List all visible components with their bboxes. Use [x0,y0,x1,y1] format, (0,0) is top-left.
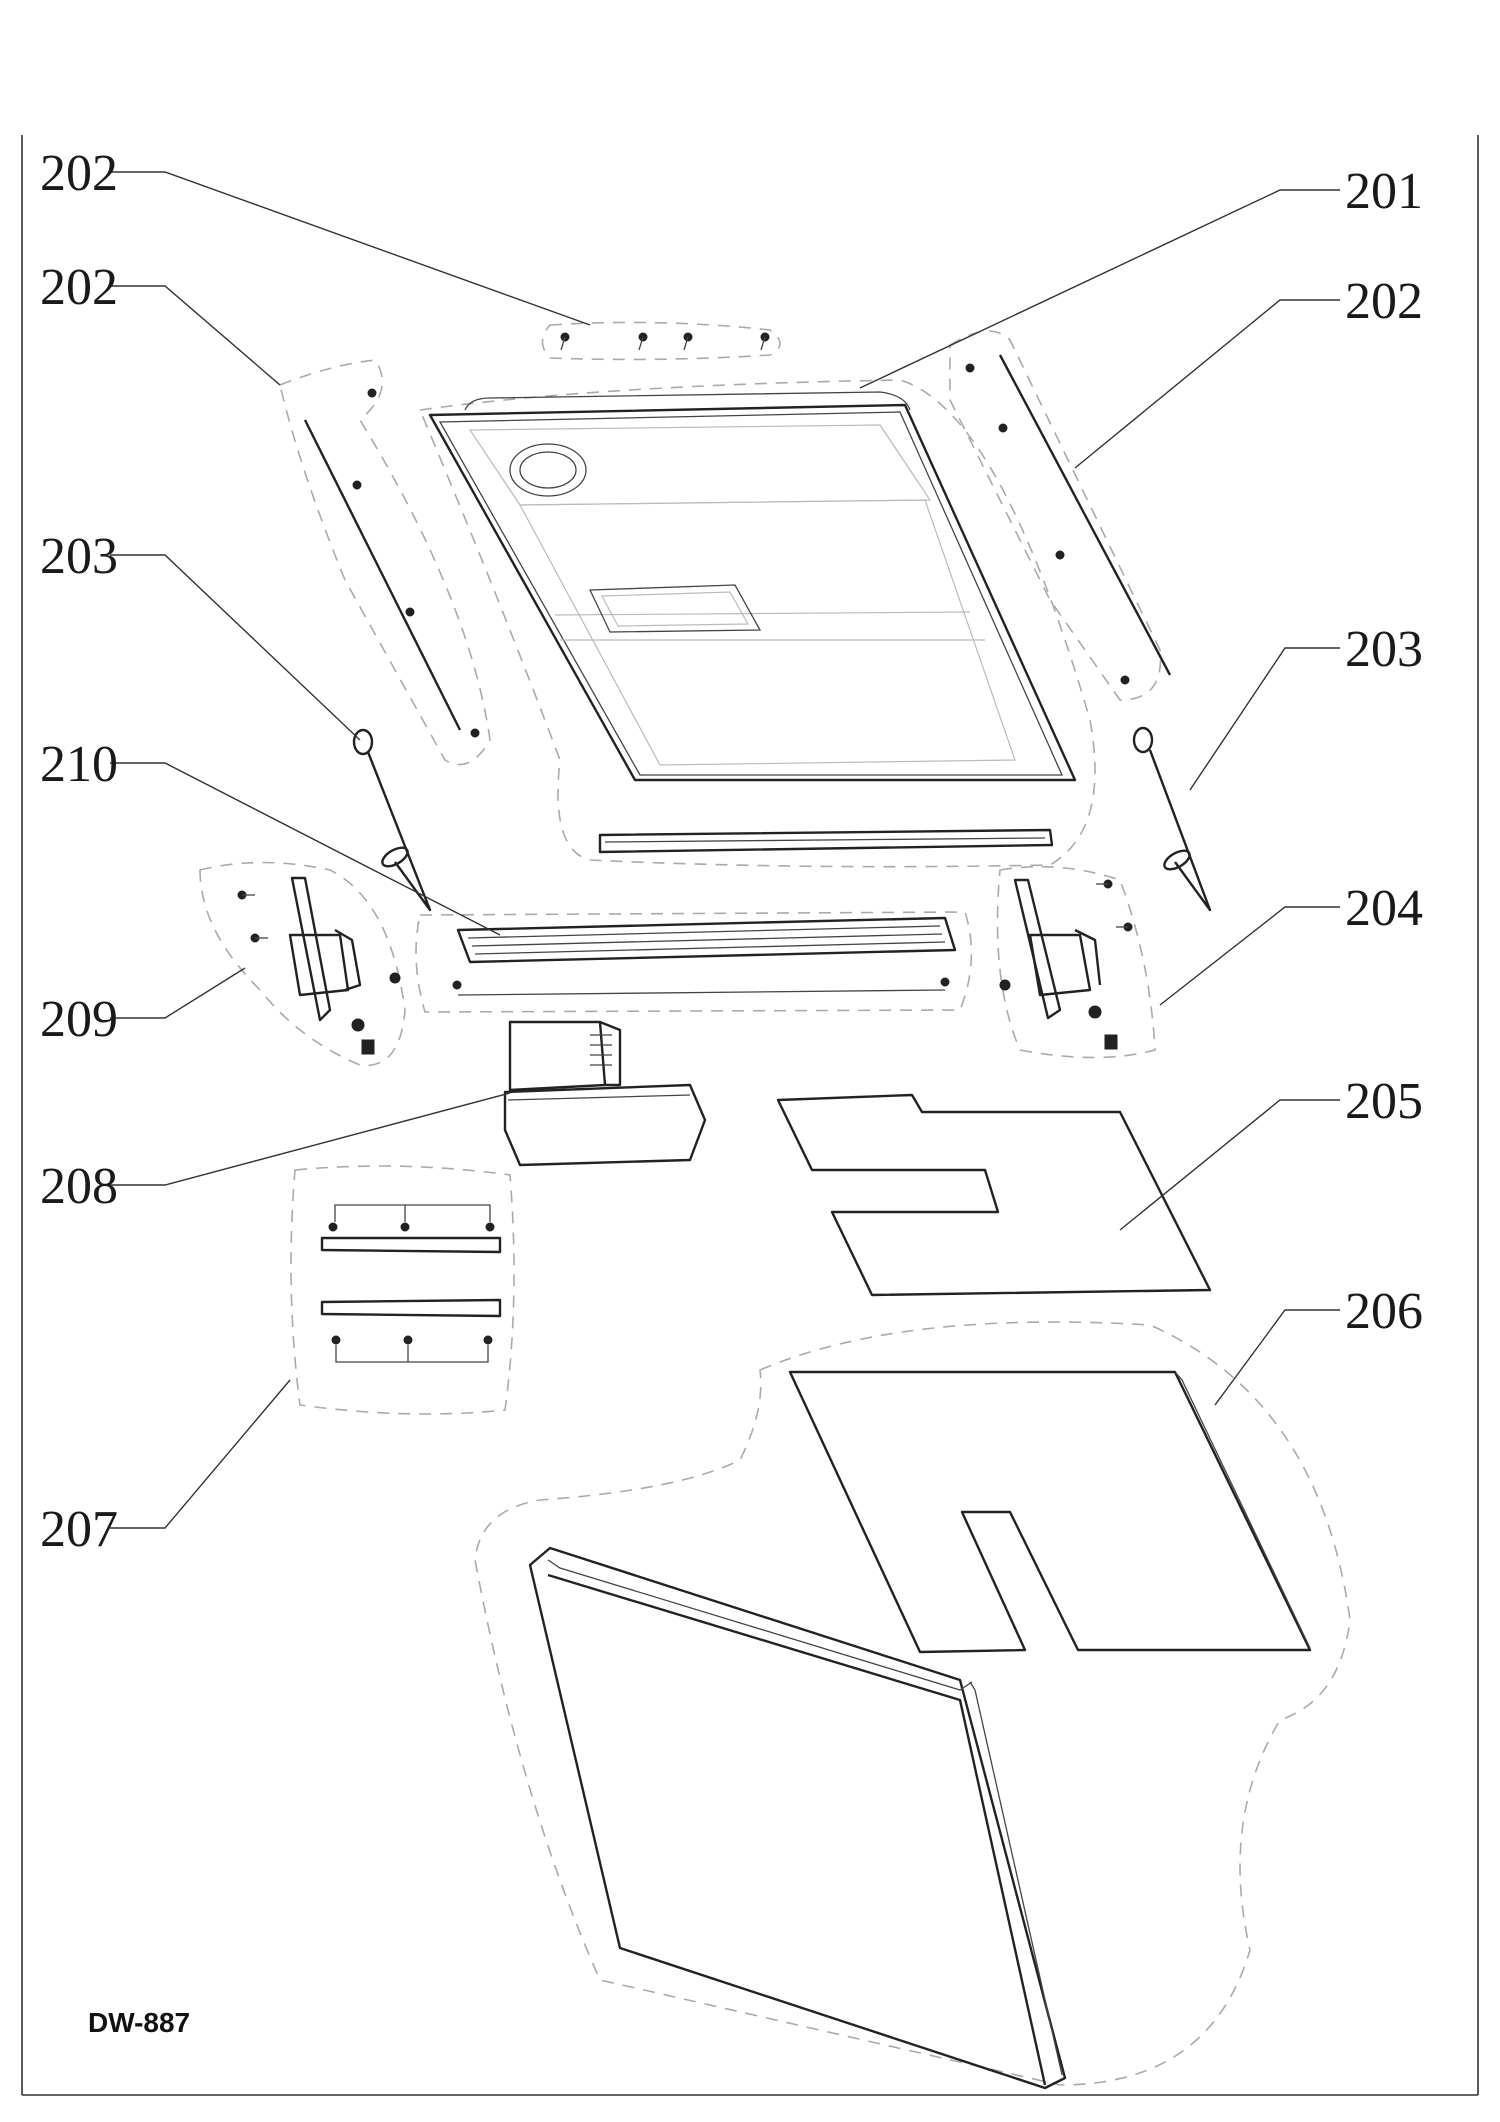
callout-208: 208 [40,1158,118,1215]
inner-door-panel [428,391,1077,782]
callout-204: 204 [1345,880,1423,937]
callout-201: 201 [1345,163,1423,220]
door-cable-left [352,728,432,912]
hinge-right [999,878,1133,1050]
outer-door-panel [528,1546,1067,2090]
page-frame [21,135,1479,2096]
group-outlines [199,321,1351,2086]
callout-203-left: 203 [40,528,118,585]
handle-bracket-set [320,1204,502,1363]
callout-207: 207 [40,1501,118,1558]
callout-205: 205 [1345,1073,1423,1130]
callout-labels: 202 202 201 202 203 203 210 204 209 205 … [40,145,1423,1558]
leader-lines [110,171,1340,1529]
door-latch-assembly [503,1020,707,1167]
callout-210: 210 [40,736,118,793]
screw-set-left [303,388,480,738]
door-seal-strip [598,828,1054,854]
screw-set-top [560,332,770,351]
callout-202-right: 202 [1345,273,1423,330]
callout-206: 206 [1345,1283,1423,1340]
bottom-trim-strip [452,916,957,996]
callout-209: 209 [40,991,118,1048]
insulation-sheet-upper [776,1093,1212,1297]
callout-203-right: 203 [1345,621,1423,678]
insulation-sheet-lower [788,1370,1312,1654]
screw-set-right [965,354,1172,685]
callout-202-top: 202 [40,145,118,202]
callout-202-left: 202 [40,259,118,316]
hinge-left [237,876,401,1055]
door-cable-right [1132,726,1212,912]
model-code: DW-887 [88,2007,190,2038]
